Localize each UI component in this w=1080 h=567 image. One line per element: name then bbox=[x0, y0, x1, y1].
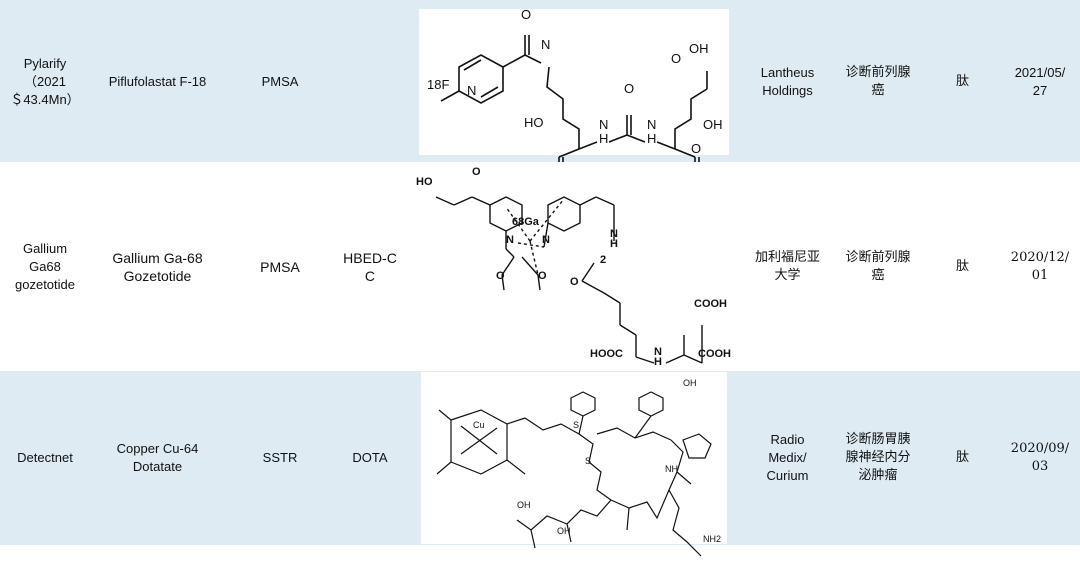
structure-label: 18F bbox=[427, 77, 449, 92]
structure-label: 2 bbox=[600, 254, 606, 266]
target-cell: PMSA bbox=[260, 259, 300, 275]
structure-label: H bbox=[647, 131, 656, 146]
company-cell: Lantheus Holdings bbox=[760, 64, 815, 98]
structure-label: OH bbox=[683, 378, 697, 388]
chelator-cell: DOTA bbox=[352, 450, 388, 465]
structure-label: HOOC bbox=[590, 348, 623, 360]
drug-name-cell: Pylarify （2021 ＄43.4Mn） bbox=[10, 55, 80, 107]
company-cell: Radio Medix/ Curium bbox=[766, 432, 809, 483]
structure-label: N bbox=[599, 117, 608, 132]
structure-label: N bbox=[610, 228, 618, 240]
structure-label: O bbox=[521, 9, 531, 22]
structure-label: OH bbox=[557, 526, 571, 536]
date-cell: 2021/05/ 27 bbox=[1014, 64, 1066, 98]
drug-name-cell: Detectnet bbox=[17, 450, 73, 465]
type-cell: 肽 bbox=[955, 450, 969, 465]
indication-cell: 诊断前列腺 癌 bbox=[845, 250, 911, 283]
structure-label: HO bbox=[524, 115, 544, 130]
structure-label: O bbox=[671, 51, 681, 66]
structure-label: NH bbox=[665, 464, 678, 474]
structure-label: S bbox=[585, 456, 591, 466]
structure-label: O bbox=[538, 270, 547, 282]
type-cell: 肽 bbox=[955, 73, 969, 89]
structure-cell: 18F N O N H HO N H O N H O OH OH O bbox=[418, 0, 730, 169]
structure-label: N bbox=[654, 346, 662, 358]
structure-label: O bbox=[472, 167, 481, 178]
structure-label: O bbox=[570, 276, 579, 288]
table-row: Gallium Ga68 gozetotide Gallium Ga-68 Go… bbox=[0, 163, 1080, 371]
generic-name-cell: Copper Cu-64 Dotatate bbox=[116, 441, 199, 474]
structure-label: H bbox=[654, 356, 662, 367]
chemical-structure-image: HO O 68Ga N N O O N H 2 O COOH HOOC N H … bbox=[414, 167, 734, 367]
type-cell: 肽 bbox=[955, 259, 969, 274]
company-cell: 加利福尼亚 大学 bbox=[754, 250, 820, 283]
generic-name-cell: Piflufolastat F-18 bbox=[108, 73, 207, 89]
target-cell: SSTR bbox=[262, 450, 298, 465]
target-cell: PMSA bbox=[261, 73, 299, 89]
structure-label: N bbox=[542, 234, 550, 246]
indication-cell: 诊断肠胃胰 腺神经内分 泌肿瘤 bbox=[845, 432, 911, 483]
structure-cell: OH Cu S S NH NH2 OH OH bbox=[418, 371, 730, 557]
structure-label: Cu bbox=[473, 420, 485, 430]
structure-label: H bbox=[610, 238, 618, 250]
structure-label: O bbox=[496, 270, 505, 282]
table-row: Pylarify （2021 ＄43.4Mn） Piflufolastat F-… bbox=[0, 0, 1080, 169]
drug-name-cell: Gallium Ga68 gozetotide bbox=[15, 241, 75, 292]
structure-label: COOH bbox=[698, 348, 731, 360]
structure-label: COOH bbox=[694, 298, 727, 310]
chelator-cell: HBED-C C bbox=[343, 250, 397, 284]
chelator-cell bbox=[330, 0, 410, 163]
structure-label: OH bbox=[517, 500, 531, 510]
indication-cell: 诊断前列腺 癌 bbox=[845, 64, 911, 98]
date-cell: 2020/12/ 01 bbox=[1010, 250, 1070, 283]
chemical-structure-image: 18F N O N H HO N H O N H O OH OH O bbox=[419, 8, 729, 169]
structure-label: OH bbox=[689, 41, 709, 56]
structure-label: HO bbox=[416, 176, 433, 188]
structure-label: N bbox=[506, 234, 514, 246]
chemical-structure-image: OH Cu S S NH NH2 OH OH bbox=[421, 372, 727, 557]
row-divider bbox=[0, 370, 1080, 371]
structure-label: N bbox=[541, 37, 550, 52]
structure-label: OH bbox=[703, 117, 723, 132]
structure-label: 68Ga bbox=[512, 216, 540, 228]
structure-label: N bbox=[467, 83, 476, 98]
row-divider bbox=[0, 162, 1080, 163]
generic-name-cell: Gallium Ga-68 Gozetotide bbox=[112, 250, 203, 284]
structure-label: N bbox=[647, 117, 656, 132]
structure-label: H bbox=[599, 131, 608, 146]
table-row: Detectnet Copper Cu-64 Dotatate SSTR DOT… bbox=[0, 371, 1080, 557]
structure-label: NH2 bbox=[703, 534, 721, 544]
structure-label: O bbox=[624, 81, 634, 96]
date-cell: 2020/09/ 03 bbox=[1010, 441, 1070, 474]
structure-cell: HO O 68Ga N N O O N H 2 O COOH HOOC N H … bbox=[414, 163, 734, 371]
structure-label: S bbox=[573, 420, 579, 430]
structure-label: O bbox=[691, 141, 701, 155]
